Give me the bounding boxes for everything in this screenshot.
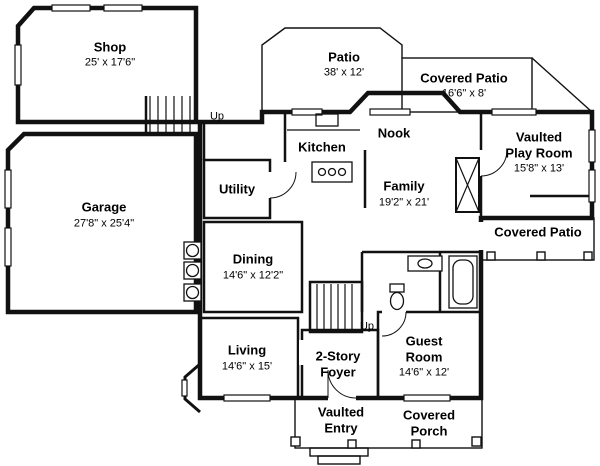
guest-label-line1: Guest: [405, 333, 443, 349]
window: [223, 394, 271, 402]
utility-door-opening: [266, 172, 273, 198]
guest-door-opening: [382, 309, 406, 315]
burner: [327, 167, 337, 177]
porch-label-line1: Covered: [402, 407, 456, 423]
utility-appliances: [183, 241, 202, 302]
door-swings: [269, 149, 508, 399]
front-door-swing: [327, 369, 357, 399]
toilet-icon: [389, 291, 405, 311]
guest-door-swing: [381, 311, 407, 337]
nook-label: Nook: [377, 125, 411, 141]
patio-slider: [369, 108, 411, 116]
front-door-opening: [328, 394, 356, 402]
foyer-label-line2: Foyer: [320, 364, 356, 380]
window: [4, 169, 12, 209]
living-label: Living: [227, 342, 267, 358]
playroom-dims: 15'8" x 13': [513, 162, 565, 175]
burner: [337, 167, 347, 177]
foyer-label-line1: 2-Story: [315, 348, 361, 364]
entry-label-line1: Vaulted: [317, 404, 365, 420]
covered-patio-top-dims: 16'6" x 8': [441, 87, 487, 100]
door-openings: [266, 150, 485, 402]
window: [588, 169, 596, 203]
stairs-main: [316, 284, 353, 330]
kitchen-label: Kitchen: [298, 139, 346, 155]
tub-basin-icon: [452, 259, 474, 305]
family-label: Family: [383, 178, 425, 194]
dining-walls: [202, 220, 304, 314]
roofline-diagonal: [531, 57, 593, 113]
up-label-shop: Up: [209, 110, 225, 123]
window: [403, 394, 451, 402]
utility-label: Utility: [218, 181, 256, 197]
window: [291, 108, 323, 116]
stairs-shop: [149, 96, 191, 134]
playroom-label: Play Room: [505, 145, 573, 161]
playroom-prefix: Vaulted: [515, 129, 563, 145]
window: [103, 4, 143, 12]
garage-dims: 27'8" x 25'4": [73, 217, 135, 230]
kitchen-island: [311, 161, 353, 183]
garage-label: Garage: [81, 199, 127, 215]
toilet-tank-icon: [389, 283, 405, 293]
family-dims: 19'2" x 21': [378, 196, 430, 209]
shop-dims: 25' x 17'6": [84, 56, 136, 69]
garage-walls: [5, 131, 199, 315]
bay-window-glass: [181, 379, 188, 397]
dining-label: Dining: [232, 251, 274, 267]
porch-step-2: [317, 455, 361, 465]
patio-door: [491, 108, 537, 116]
patio-outline: [261, 27, 403, 112]
entry-label-line2: Entry: [324, 420, 358, 436]
porch-columns: [290, 251, 593, 449]
kitchen-fixtures: [287, 113, 360, 183]
dining-dims: 14'6" x 12'2": [222, 269, 284, 282]
guest-label-line2: Room: [405, 349, 443, 365]
shop-label: Shop: [93, 39, 127, 55]
guest-dims: 14'6" x 12': [398, 366, 450, 379]
foyer-dining-opening: [299, 340, 305, 365]
up-label-main: Up: [359, 320, 375, 333]
patio-door-opening: [477, 222, 485, 250]
living-dims: 14'6" x 15': [221, 360, 273, 373]
covered-patio-right-label: Covered Patio: [494, 224, 582, 240]
patio-label: Patio: [328, 49, 360, 65]
window: [51, 4, 91, 12]
kitchen-sink: [315, 113, 339, 127]
interior-walls: [144, 96, 592, 400]
windows: [4, 4, 596, 402]
playroom-door-opening: [477, 150, 485, 176]
fireplace: [455, 157, 480, 213]
shop-walls: [15, 5, 199, 125]
bath-fixtures: [389, 255, 478, 311]
window: [14, 44, 22, 86]
playroom-door-swing: [480, 149, 508, 177]
covered-patio-top-label: Covered Patio: [420, 70, 508, 86]
patio-dims: 38' x 12': [323, 66, 365, 79]
porch-label-line2: Porch: [410, 423, 448, 439]
burner: [317, 167, 327, 177]
window: [588, 129, 596, 163]
sink-icon: [417, 258, 433, 269]
window: [4, 227, 12, 267]
utility-door-swing: [269, 171, 297, 199]
